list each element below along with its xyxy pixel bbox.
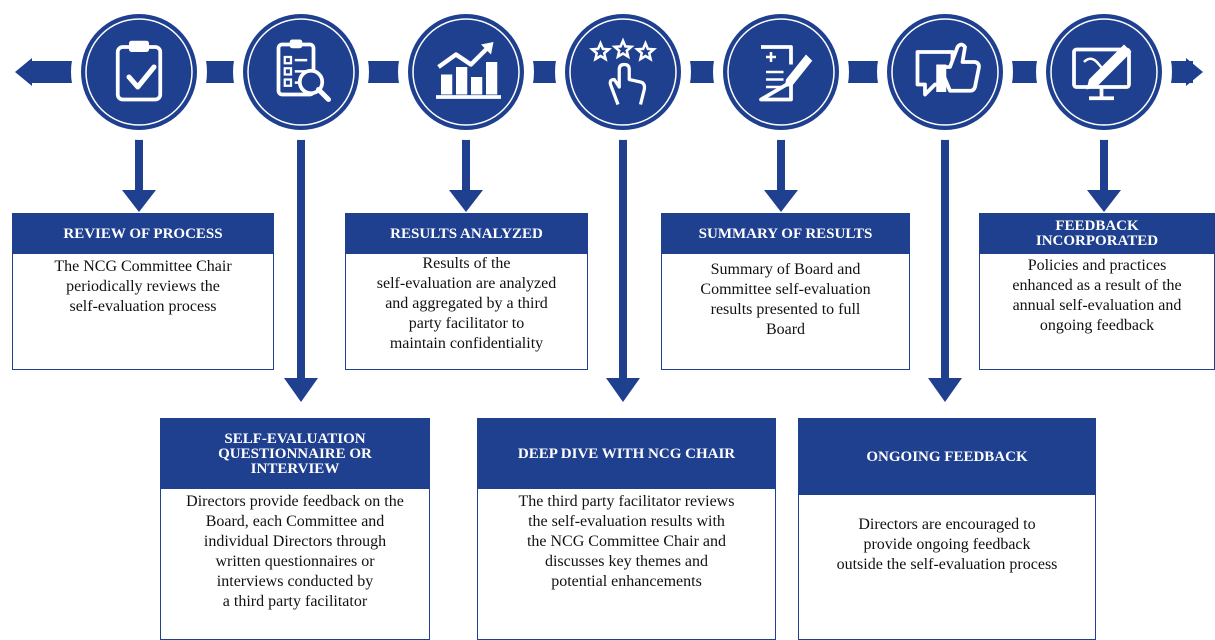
step-title: REVIEW OF PROCESS [13,214,273,254]
connector-arrow [1087,190,1121,212]
step-node-inner-ring [247,18,355,126]
connector-line [619,72,627,378]
connector-arrow [764,190,798,212]
step-description: Directors provide feedback on the Board,… [186,493,404,610]
step-box-self-evaluation-questionnaire: SELF-EVALUATION QUESTIONNAIRE OR INTERVI… [160,418,430,640]
step-node-inner-ring [412,18,520,126]
connector-arrow [284,378,318,402]
step-node-inner-ring [727,18,835,126]
step-node-inner-ring [1050,18,1158,126]
checklist-magnifier-icon [276,39,331,102]
step-description: The NCG Committee Chair periodically rev… [54,258,232,315]
connector-arrow [928,378,962,402]
thumbs-up-chat-icon [915,42,981,97]
document-pen-icon [759,45,813,102]
rating-stars-tap-icon [588,37,658,106]
step-title: SUMMARY OF RESULTS [662,214,909,254]
step-node-inner-ring [891,18,999,126]
connector-line [297,72,305,378]
step-title: DEEP DIVE WITH NCG CHAIR [478,419,775,489]
bar-chart-growth-icon [436,42,501,99]
step-box-review-of-process: REVIEW OF PROCESS The NCG Committee Chai… [12,213,274,370]
monitor-edit-icon [1072,44,1132,101]
connector-arrow [449,190,483,212]
step-box-feedback-incorporated: FEEDBACK INCORPORATED Policies and pract… [979,213,1215,370]
step-box-deep-dive: DEEP DIVE WITH NCG CHAIR The third party… [477,418,776,640]
step-description: Directors are encouraged to provide ongo… [836,516,1058,573]
step-title: ONGOING FEEDBACK [799,419,1095,495]
timeline-left-cap [15,58,32,86]
step-box-results-analyzed: RESULTS ANALYZED Results of the self-eva… [345,213,588,370]
timeline-right-cap [1186,58,1203,86]
step-title: FEEDBACK INCORPORATED [980,214,1214,254]
step-node-inner-ring [569,18,677,126]
step-description: Results of the self-evaluation are analy… [376,255,557,352]
connector-line [941,72,949,378]
step-description: The third party facilitator reviews the … [518,493,735,590]
step-node-circle [81,14,197,130]
step-title: SELF-EVALUATION QUESTIONNAIRE OR INTERVI… [161,419,429,489]
step-node-inner-ring [85,18,193,126]
clipboard-check-icon [115,40,163,102]
connector-arrow [606,378,640,402]
step-description: Summary of Board and Committee self-eval… [700,261,871,338]
step-description: Policies and practices enhanced as a res… [1012,257,1182,334]
connector-arrow [122,190,156,212]
step-title: RESULTS ANALYZED [346,214,587,254]
step-box-summary-of-results: SUMMARY OF RESULTS Summary of Board and … [661,213,910,370]
step-box-ongoing-feedback: ONGOING FEEDBACK Directors are encourage… [798,418,1096,640]
step-node-circle [565,14,681,130]
